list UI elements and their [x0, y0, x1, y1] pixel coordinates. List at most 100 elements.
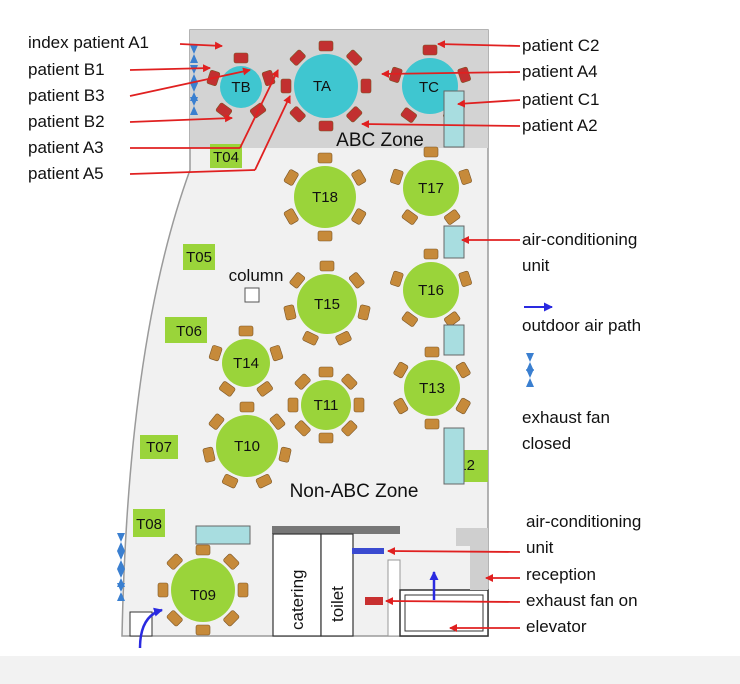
table-T18 [294, 166, 356, 228]
chair-T18-5 [283, 169, 299, 186]
arrow-fan-on [385, 597, 521, 606]
legend-elevator: elevator [526, 617, 587, 636]
arrow-a3 [239, 69, 279, 149]
legend-ac-unit-b-line2: unit [526, 538, 554, 557]
chair-TA-3 [346, 106, 363, 123]
chair-T09-4 [195, 624, 211, 636]
chair-TB-0 [233, 52, 249, 64]
table-label-TA: TA [313, 78, 331, 95]
ac-unit-south [195, 525, 251, 545]
chair-T18-4 [283, 208, 299, 225]
service-rooms [129, 526, 489, 637]
abc-zone-label: ABC Zone [336, 130, 424, 151]
table-label-T06: T06 [176, 323, 202, 340]
table-label-TB: TB [231, 79, 250, 96]
label-patient-b3: patient B3 [28, 86, 105, 105]
toilet-label: toilet [328, 586, 347, 622]
chair-T11-2 [353, 397, 365, 413]
chair-T17-3 [401, 209, 418, 225]
table-TB [220, 66, 262, 108]
label-patient-c2: patient C2 [522, 36, 600, 55]
legend-outdoor-air: outdoor air path [522, 316, 642, 335]
label-patient-a5: patient A5 [28, 164, 104, 183]
chair-T14-2 [256, 381, 273, 397]
chair-T13-2 [455, 397, 471, 415]
legend-ac-unit-b-line1: air-conditioning [526, 512, 642, 531]
table-label-T15: T15 [314, 296, 340, 313]
label-patient-a3: patient A3 [28, 138, 104, 157]
chair-T09-6 [157, 582, 169, 598]
chair-T10-2 [278, 446, 292, 463]
label-index-patient-a1: index patient A1 [28, 33, 149, 52]
label-patient-b1: patient B1 [28, 60, 105, 79]
ac-unit-abc [443, 90, 465, 148]
exhaust-fan-closed-7 [117, 583, 125, 601]
partition [387, 559, 401, 637]
arrow-a4 [381, 69, 521, 78]
chair-T17-2 [444, 209, 461, 225]
arrow-b1 [129, 64, 211, 73]
catering-room [272, 533, 322, 637]
chair-TA-0 [318, 40, 334, 52]
chair-T11-7 [294, 373, 311, 390]
legend-fan-top [526, 353, 534, 371]
exhaust-fan-closed-3 [190, 97, 198, 115]
chair-T13-0 [424, 346, 440, 358]
elevator-shaft [399, 589, 489, 637]
round-tables [171, 54, 460, 622]
chair-T09-7 [166, 553, 183, 570]
toilet-room [320, 533, 354, 637]
arrow-a2 [361, 120, 521, 129]
table-T11 [301, 380, 351, 430]
chair-T16-0 [423, 248, 439, 260]
column-marker [244, 287, 260, 303]
arrow-a5 [254, 95, 291, 171]
legend-exhaust-fan-icon [526, 353, 534, 387]
chair-T15-1 [348, 272, 365, 289]
exhaust-fan-on [365, 597, 383, 605]
legend-ac-unit-line2: unit [522, 256, 550, 275]
chair-T13-4 [393, 397, 409, 415]
chair-T11-0 [318, 366, 334, 378]
chair-T18-2 [351, 208, 367, 225]
chair-T17-1 [458, 168, 472, 185]
arrow-b3 [129, 67, 251, 97]
label-patient-c1: patient C1 [522, 90, 600, 109]
exhaust-fan-closed-5 [117, 551, 125, 569]
chair-T17-4 [390, 168, 404, 185]
chair-T16-1 [458, 270, 472, 287]
chair-TC-0 [422, 44, 438, 56]
exhaust-fan-closed-4 [117, 533, 125, 551]
non-abc-zone-label: Non-ABC Zone [290, 481, 419, 502]
exhaust-fans-closed [117, 45, 198, 601]
table-label-T09: T09 [190, 587, 216, 604]
label-patient-a4: patient A4 [522, 62, 598, 81]
chair-T09-1 [223, 553, 240, 570]
table-T08 [133, 509, 165, 537]
column-label: column [229, 266, 284, 285]
chair-TA-7 [289, 49, 306, 66]
ac-unit-catering [352, 548, 384, 554]
chair-TC-3 [400, 107, 417, 123]
chair-T10-0 [239, 401, 255, 413]
chairs [157, 40, 472, 636]
table-T06 [165, 317, 207, 343]
table-label-T17: T17 [418, 180, 444, 197]
elevator-car [404, 594, 484, 632]
legend-reception: reception [526, 565, 596, 584]
table-labels: TB TA TC T04 T18 T17 T05 T15 T16 T06 T14… [136, 78, 475, 604]
table-T07 [140, 435, 178, 459]
arrow-ac-unit-catering [387, 547, 521, 556]
chair-T11-1 [341, 373, 358, 390]
legend-fan-on: exhaust fan on [526, 591, 638, 610]
chair-T09-3 [223, 610, 240, 627]
chair-T10-3 [255, 473, 273, 489]
table-label-TC: TC [419, 79, 439, 96]
chair-T09-0 [195, 544, 211, 556]
chair-T18-0 [317, 152, 333, 164]
exhaust-fan-closed-6 [117, 569, 125, 587]
chair-T11-3 [341, 420, 358, 437]
arrow-a5-base [129, 169, 256, 175]
chair-T11-5 [294, 420, 311, 437]
